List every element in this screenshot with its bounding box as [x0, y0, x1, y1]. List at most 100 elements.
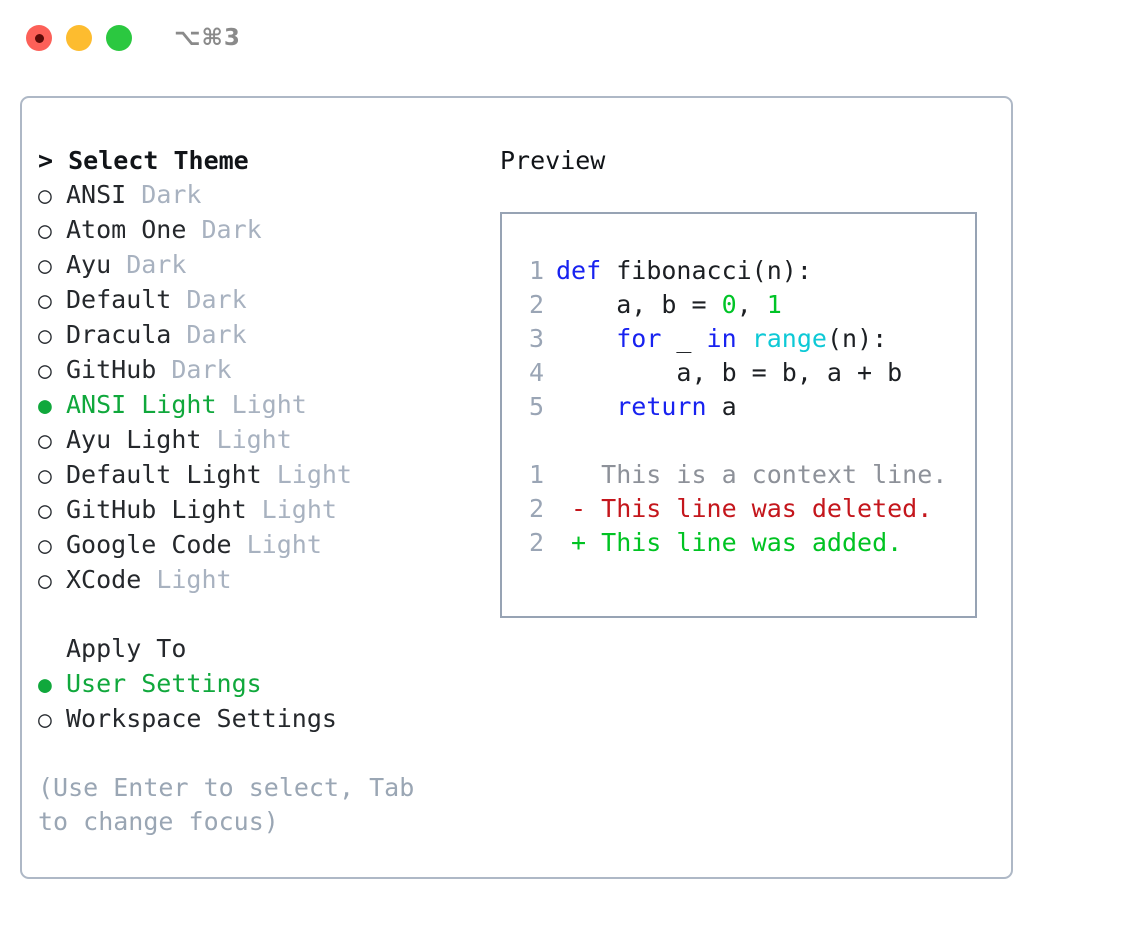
theme-item-label: Google Code — [66, 530, 232, 559]
code-line: 2 a, b = 0, 1 — [502, 288, 975, 322]
theme-variant-tag: Dark — [111, 250, 187, 279]
code-line-content: def fibonacci(n): — [556, 254, 812, 288]
theme-item[interactable]: ○ XCode Light — [38, 563, 490, 598]
radio-unselected-icon: ○ — [38, 218, 52, 244]
theme-picker-column: > Select Theme ○ANSI Dark○Atom One Dark○… — [38, 144, 490, 839]
code-token-kw: return — [616, 392, 707, 421]
apply-to-item-label: Workspace Settings — [66, 704, 337, 733]
main-panel: > Select Theme ○ANSI Dark○Atom One Dark○… — [20, 96, 1013, 879]
diff-sample: 1 This is a context line.2 - This line w… — [502, 458, 975, 560]
line-number: 5 — [528, 392, 544, 421]
recording-indicator-icon — [34, 33, 44, 43]
code-token-fn: range — [751, 324, 827, 353]
close-window-button[interactable] — [26, 25, 52, 51]
theme-item-label: GitHub Light — [66, 495, 247, 524]
radio-unselected-icon: ○ — [38, 253, 52, 279]
radio-unselected-icon: ○ — [38, 183, 52, 209]
theme-variant-tag: Light — [246, 495, 337, 524]
theme-variant-tag: Light — [216, 390, 307, 419]
code-token-plain: fibonacci(n): — [616, 256, 812, 285]
apply-to-item-label: User Settings — [66, 669, 262, 698]
theme-item[interactable]: ● ANSI Light Light — [38, 388, 490, 423]
line-number: 2 — [528, 494, 544, 523]
radio-unselected-icon: ○ — [38, 568, 52, 594]
radio-unselected-icon: ○ — [38, 498, 52, 524]
diff-line-content: + This line was added. — [556, 528, 903, 557]
diff-line-ctx: 1 This is a context line. — [502, 458, 975, 492]
apply-to-item[interactable]: ○Workspace Settings — [38, 702, 490, 737]
code-token-num: 1 — [766, 290, 782, 319]
radio-selected-icon: ● — [38, 393, 52, 419]
theme-item[interactable]: ○GitHub Dark — [38, 353, 490, 388]
traffic-light-group — [26, 25, 132, 51]
theme-variant-tag: Dark — [171, 320, 247, 349]
code-token-plain: (n): — [826, 324, 888, 353]
theme-variant-tag: Light — [261, 460, 352, 489]
select-theme-heading: > Select Theme — [38, 144, 490, 178]
diff-line-add: 2 + This line was added. — [502, 526, 975, 560]
code-token-plain — [556, 392, 616, 421]
help-text: (Use Enter to select, Tab to change focu… — [38, 773, 415, 836]
code-token-plain: a — [706, 392, 737, 421]
diff-line-del: 2 - This line was deleted. — [502, 492, 975, 526]
panel-body: > Select Theme ○ANSI Dark○Atom One Dark○… — [22, 98, 1011, 877]
theme-item[interactable]: ○ Ayu Light Light — [38, 423, 490, 458]
code-line-content: return a — [556, 390, 737, 424]
theme-variant-tag: Light — [231, 530, 322, 559]
code-token-kw: in — [706, 324, 737, 353]
theme-variant-tag: Light — [201, 425, 292, 454]
apply-to-list: ● User Settings ○Workspace Settings — [38, 667, 490, 737]
preview-heading: Preview — [500, 146, 606, 175]
theme-item-label: GitHub — [66, 355, 157, 384]
radio-selected-icon: ● — [38, 672, 52, 698]
code-line-content: for _ in range(n): — [556, 322, 887, 356]
line-number: 3 — [528, 324, 544, 353]
code-token-plain — [556, 324, 616, 353]
code-line: 3 for _ in range(n): — [502, 322, 975, 356]
apply-to-heading-spacer — [38, 633, 66, 667]
radio-unselected-icon: ○ — [38, 428, 52, 454]
diff-line-content: - This line was deleted. — [556, 494, 933, 523]
apply-to-heading-label: Apply To — [66, 634, 187, 663]
theme-item[interactable]: ○Atom One Dark — [38, 213, 490, 248]
theme-item-label: Ayu Light — [66, 425, 202, 454]
minimize-window-button[interactable] — [66, 25, 92, 51]
code-token-plain: a, b = b, a + b — [556, 358, 903, 387]
code-token-kw: for — [616, 324, 662, 353]
code-line: 4 a, b = b, a + b — [502, 356, 975, 390]
code-token-kw: def — [556, 256, 617, 285]
code-token-plain: , — [736, 290, 767, 319]
apply-to-section: Apply To ● User Settings ○Workspace Settin… — [38, 632, 490, 737]
theme-item-label: Dracula — [66, 320, 172, 349]
theme-item[interactable]: ○ANSI Dark — [38, 178, 490, 213]
theme-list: ○ANSI Dark○Atom One Dark○Ayu Dark○Defaul… — [38, 178, 490, 598]
title-bar: ⌥⌘3 — [0, 0, 1140, 76]
line-number: 2 — [528, 528, 544, 557]
code-token-plain: a, b = — [556, 290, 722, 319]
theme-item[interactable]: ○Default Dark — [38, 283, 490, 318]
theme-item-label: XCode — [66, 565, 142, 594]
theme-item-label: Ayu — [66, 250, 112, 279]
code-token-num: 0 — [721, 290, 737, 319]
theme-variant-tag: Light — [141, 565, 232, 594]
keyboard-shortcut-hint: ⌥⌘3 — [174, 25, 241, 51]
line-number: 1 — [528, 256, 544, 285]
radio-unselected-icon: ○ — [38, 533, 52, 559]
theme-item[interactable]: ○ Ayu Dark — [38, 248, 490, 283]
theme-item-label: ANSI Light — [66, 390, 217, 419]
maximize-window-button[interactable] — [106, 25, 132, 51]
apply-to-item[interactable]: ● User Settings — [38, 667, 490, 702]
theme-item[interactable]: ○ Google Code Light — [38, 528, 490, 563]
theme-item[interactable]: ○Default Light Light — [38, 458, 490, 493]
code-line-content: a, b = b, a + b — [556, 356, 902, 390]
theme-variant-tag: Dark — [171, 285, 247, 314]
theme-variant-tag: Dark — [156, 355, 232, 384]
theme-item[interactable]: ○ GitHub Light Light — [38, 493, 490, 528]
theme-item[interactable]: ○Dracula Dark — [38, 318, 490, 353]
line-number: 1 — [528, 460, 544, 489]
code-line-content: a, b = 0, 1 — [556, 288, 782, 322]
